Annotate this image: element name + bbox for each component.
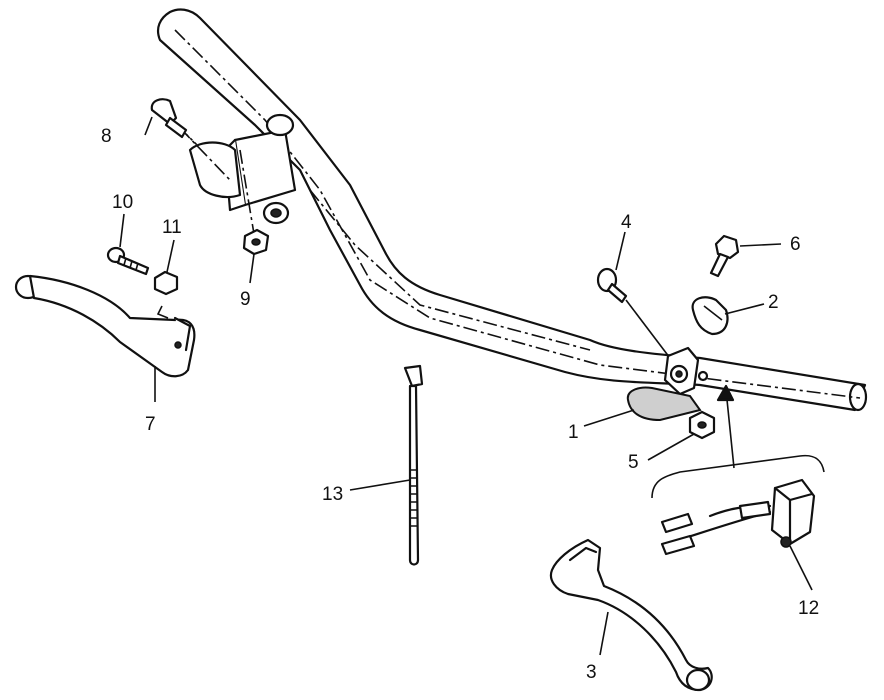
callout-5: 5 xyxy=(628,452,639,473)
callout-7: 7 xyxy=(145,414,156,435)
callout-10: 10 xyxy=(112,192,133,213)
part-13-cable-tie xyxy=(403,364,424,566)
callout-4: 4 xyxy=(621,212,632,233)
part-10-bolt xyxy=(106,246,150,276)
callout-13: 13 xyxy=(322,484,343,505)
callout-labels: 1 2 3 4 5 6 7 8 9 10 11 12 13 xyxy=(101,126,819,683)
part-11-nut xyxy=(153,270,179,319)
part-7-brake-lever xyxy=(14,274,196,378)
part-12-switch xyxy=(660,478,816,556)
part-5-nut xyxy=(688,410,716,440)
brake-master-cylinder xyxy=(179,113,297,241)
part-2-clamp xyxy=(691,296,729,336)
callout-3: 3 xyxy=(586,662,597,683)
callout-9: 9 xyxy=(240,289,251,310)
part-6-bolt xyxy=(709,234,740,278)
part-4-bolt xyxy=(596,267,677,367)
callout-11: 11 xyxy=(162,217,182,238)
callout-1: 1 xyxy=(568,422,579,443)
part-3-clutch-lever xyxy=(549,538,713,692)
assembly-arrow xyxy=(651,384,825,499)
callout-12: 12 xyxy=(798,598,819,619)
part-8-banjo-bolt xyxy=(150,98,199,147)
callout-8: 8 xyxy=(101,126,112,147)
callout-leaders xyxy=(119,116,813,656)
callout-2: 2 xyxy=(768,292,779,313)
handlebar xyxy=(156,8,868,412)
callout-6: 6 xyxy=(790,234,801,255)
part-9-nut xyxy=(242,228,270,256)
part-1-lever-holder xyxy=(626,346,709,422)
